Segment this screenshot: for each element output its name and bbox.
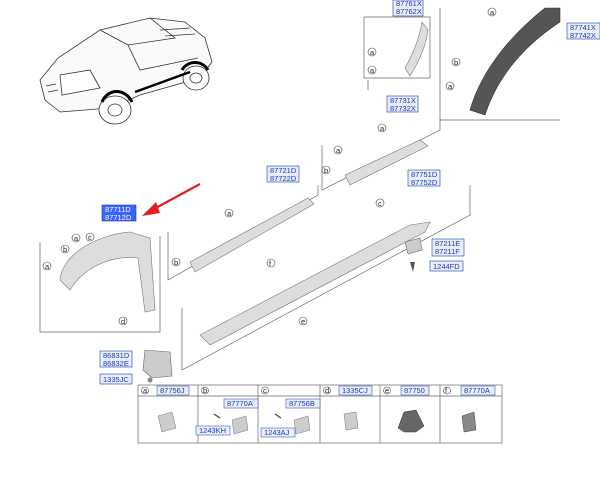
callout-d: d <box>121 317 125 326</box>
callout-a: a <box>370 66 375 75</box>
callout-b: b <box>63 245 67 254</box>
legend-letter: c <box>263 386 267 395</box>
callout-c: c <box>378 199 382 208</box>
legend-code[interactable]: 87756J <box>160 386 185 395</box>
group-86831: 86831D 86832E 1335JC <box>99 349 173 385</box>
callout-b: b <box>454 58 458 67</box>
callout-a: a <box>336 146 341 155</box>
callout-a: a <box>227 209 232 218</box>
callout-f: f <box>269 259 272 268</box>
part-label[interactable]: 86832E <box>103 359 129 368</box>
legend-letter: b <box>203 386 207 395</box>
legend-code[interactable]: 87770A <box>227 399 253 408</box>
part-label[interactable]: 87211F <box>435 247 460 256</box>
legend-letter: e <box>385 386 389 395</box>
group-87711: a c b a d 87711D 87712D <box>39 204 161 333</box>
callout-a: a <box>490 8 495 17</box>
part-label[interactable]: 87721D <box>270 166 297 175</box>
part-label[interactable]: 87741X <box>570 23 596 32</box>
callout-b: b <box>174 258 178 267</box>
callout-a: a <box>45 262 50 271</box>
legend-code[interactable]: 1243KH <box>199 426 226 435</box>
legend-code[interactable]: 87770A <box>464 386 490 395</box>
group-87731: a a b 87731X 87732X <box>321 95 441 191</box>
group-87761: a a 87761X 87762X <box>363 0 431 90</box>
part-label[interactable]: 86831D <box>103 351 130 360</box>
part-label[interactable]: 87742X <box>570 31 596 40</box>
callout-c: c <box>88 233 92 242</box>
red-arrow-icon <box>142 183 201 216</box>
part-label[interactable]: 1244FD <box>433 262 460 271</box>
part-label[interactable]: 87211E <box>435 239 460 248</box>
legend-letter: a <box>143 386 148 395</box>
part-label[interactable]: 87752D <box>411 178 438 187</box>
part-label[interactable]: 87762X <box>396 7 422 16</box>
part-label[interactable]: 87712D <box>105 213 132 222</box>
legend-letter: d <box>325 386 329 395</box>
callout-a: a <box>74 234 79 243</box>
group-87751: c f e 87751D 87752D 87211E 87211F 1244FD <box>181 169 471 371</box>
group-87741: a b a 87741X 87742X <box>439 7 600 121</box>
callout-b: b <box>324 166 328 175</box>
legend-letter: f <box>445 386 448 395</box>
part-label[interactable]: 87722D <box>270 174 297 183</box>
legend-code[interactable]: 87756B <box>289 399 315 408</box>
legend-table: a 87756J b 87770A 1243KH c 87756B 1243AJ… <box>137 384 503 444</box>
legend-code[interactable]: 1243AJ <box>264 428 290 437</box>
part-label[interactable]: 87761X <box>396 0 422 8</box>
group-87721: a b 87721D 87722D <box>167 165 319 281</box>
callout-a: a <box>448 82 453 91</box>
legend-code[interactable]: 87750 <box>404 386 425 395</box>
part-label[interactable]: 87732X <box>390 104 416 113</box>
callout-a: a <box>380 124 385 133</box>
part-label[interactable]: 87751D <box>411 170 438 179</box>
part-label[interactable]: 1335JC <box>103 375 129 384</box>
callout-e: e <box>301 317 305 326</box>
part-label[interactable]: 87711D <box>105 205 131 214</box>
car-icon <box>39 17 213 125</box>
callout-a: a <box>370 48 375 57</box>
legend-code[interactable]: 1335CJ <box>342 386 368 395</box>
part-label[interactable]: 87731X <box>390 96 416 105</box>
